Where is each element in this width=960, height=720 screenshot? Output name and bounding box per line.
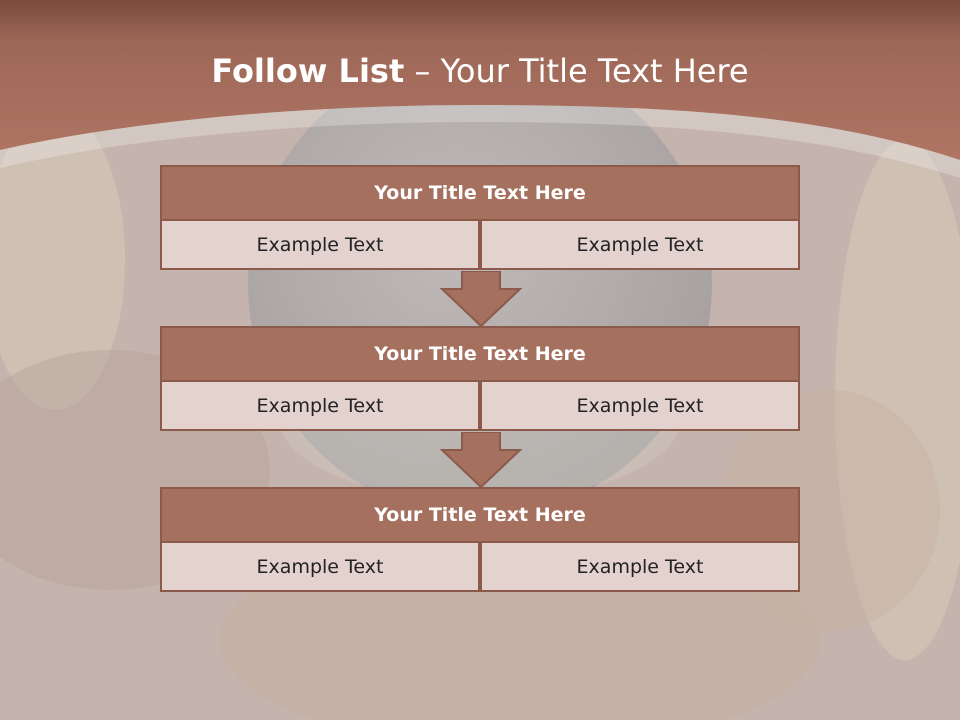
step-title-3: Your Title Text Here (160, 487, 800, 543)
step-3-right-text: Example Text (480, 543, 800, 592)
step-1-right-text: Example Text (480, 221, 800, 270)
step-row-2: Example Text Example Text (160, 382, 800, 431)
step-row-1: Example Text Example Text (160, 221, 800, 270)
step-2-right-text: Example Text (480, 382, 800, 431)
step-1-left-text: Example Text (160, 221, 480, 270)
slide-title: Follow List – Your Title Text Here (0, 52, 960, 90)
step-title-1: Your Title Text Here (160, 165, 800, 221)
step-block-2: Your Title Text Here Example Text Exampl… (160, 326, 800, 431)
title-bold: Follow List (211, 52, 405, 90)
step-block-3: Your Title Text Here Example Text Exampl… (160, 487, 800, 592)
down-arrow-1 (440, 271, 522, 327)
step-title-2: Your Title Text Here (160, 326, 800, 382)
step-row-3: Example Text Example Text (160, 543, 800, 592)
down-arrow-2 (440, 432, 522, 488)
step-3-left-text: Example Text (160, 543, 480, 592)
step-block-1: Your Title Text Here Example Text Exampl… (160, 165, 800, 270)
top-banner (0, 0, 960, 160)
step-2-left-text: Example Text (160, 382, 480, 431)
title-rest: – Your Title Text Here (404, 52, 749, 90)
